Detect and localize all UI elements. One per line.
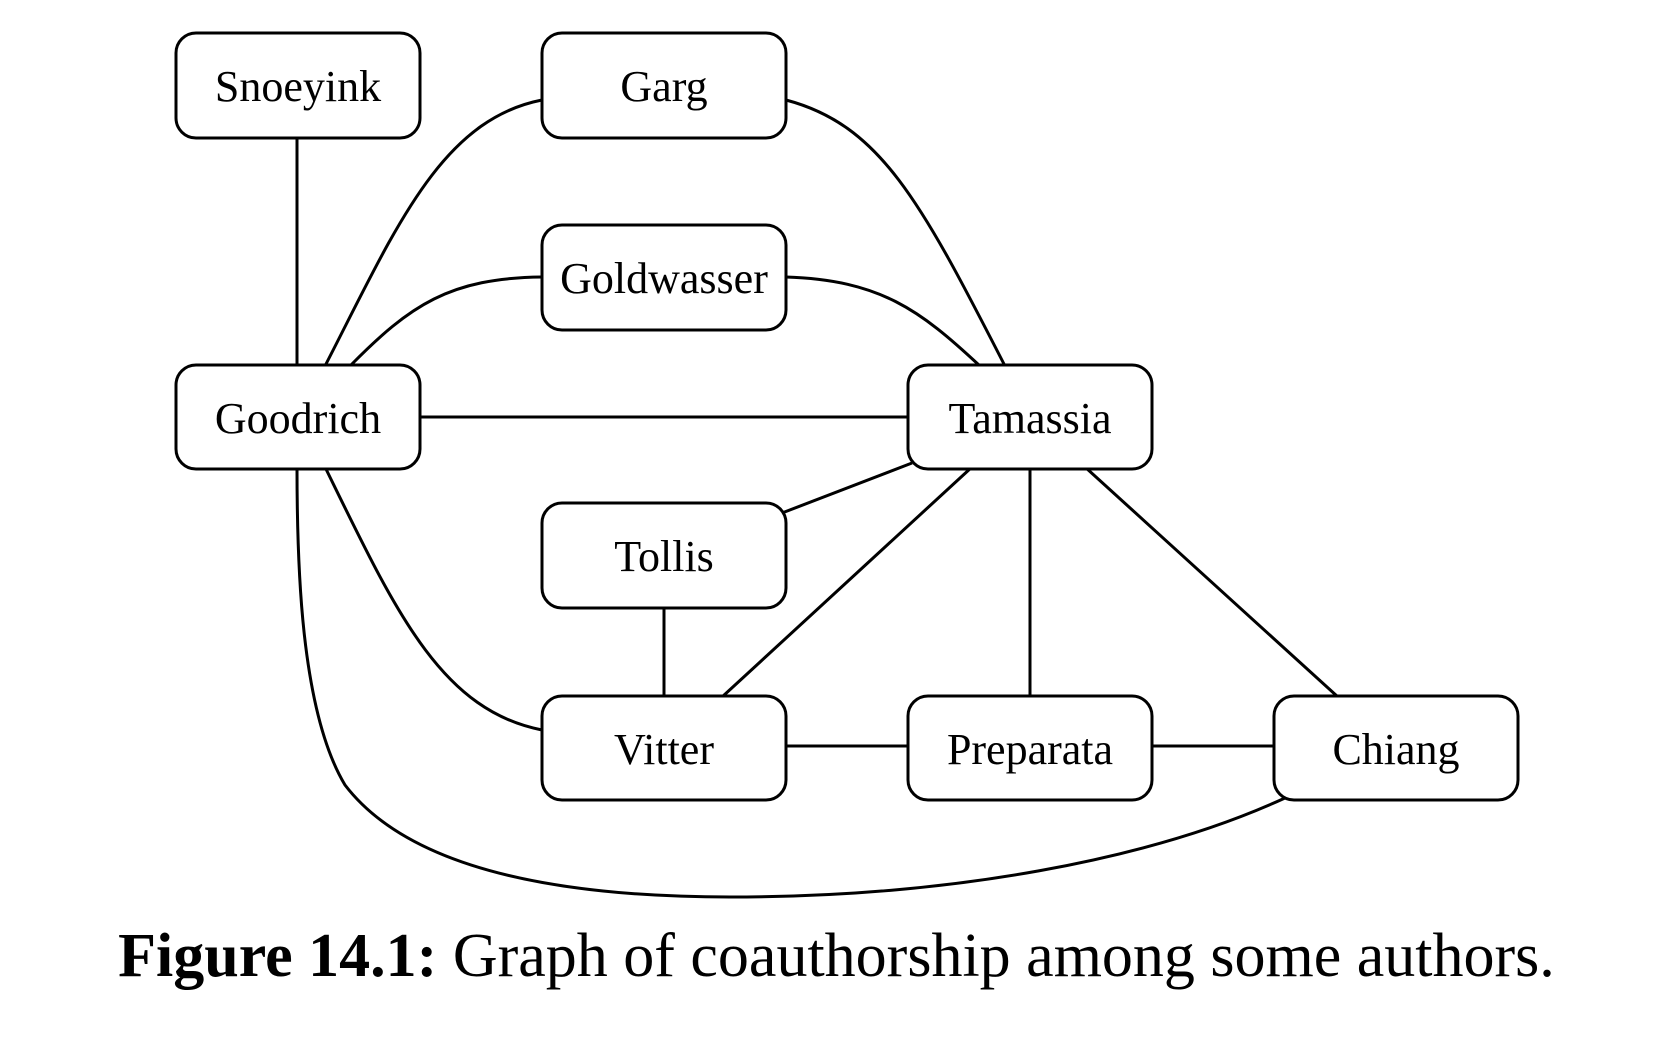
edge-garg-tamassia [785, 98, 1007, 367]
node-box [174, 363, 422, 471]
node-label: Tamassia [948, 394, 1111, 443]
node-label: Vitter [614, 725, 714, 774]
edge-goldwasser-tamassia [785, 275, 982, 368]
edge-tamassia-vitter [720, 465, 974, 699]
node-goodrich: Goodrich [174, 363, 422, 471]
edge-tamassia-tollis [781, 461, 913, 515]
edge-goodrich-goldwasser [348, 275, 543, 368]
edge-goodrich-garg [323, 98, 543, 367]
node-box [906, 694, 1154, 802]
node-chiang: Chiang [1272, 694, 1520, 802]
node-label: Chiang [1332, 725, 1459, 774]
edges-layer [295, 98, 1340, 899]
node-snoeyink: Snoeyink [174, 31, 422, 140]
node-box [174, 31, 422, 140]
node-box [906, 363, 1154, 471]
node-preparata: Preparata [906, 694, 1154, 802]
nodes-layer: Snoeyink Garg Goldwasser Goodrich Tamass… [174, 31, 1520, 802]
node-box [540, 694, 788, 802]
figure-caption: Figure 14.1: Graph of coauthorship among… [0, 925, 1673, 987]
figure-caption-text: Graph of coauthorship among some authors… [452, 922, 1555, 990]
node-label: Goodrich [215, 394, 381, 443]
node-box [540, 31, 788, 140]
figure-caption-label: Figure 14.1: [118, 922, 438, 990]
node-box [1272, 694, 1520, 802]
node-label: Tollis [614, 532, 714, 581]
node-label: Garg [620, 62, 707, 111]
node-tollis: Tollis [540, 501, 788, 610]
node-vitter: Vitter [540, 694, 788, 802]
node-label: Snoeyink [215, 62, 381, 111]
node-garg: Garg [540, 31, 788, 140]
node-box [540, 501, 788, 610]
node-label: Preparata [947, 725, 1113, 774]
node-label: Goldwasser [560, 254, 768, 303]
edge-tamassia-chiang [1083, 465, 1340, 699]
node-tamassia: Tamassia [906, 363, 1154, 471]
edge-goodrich-vitter [323, 466, 543, 732]
node-box [540, 223, 788, 332]
node-goldwasser: Goldwasser [540, 223, 788, 332]
edge-goodrich-chiang [295, 466, 1286, 899]
